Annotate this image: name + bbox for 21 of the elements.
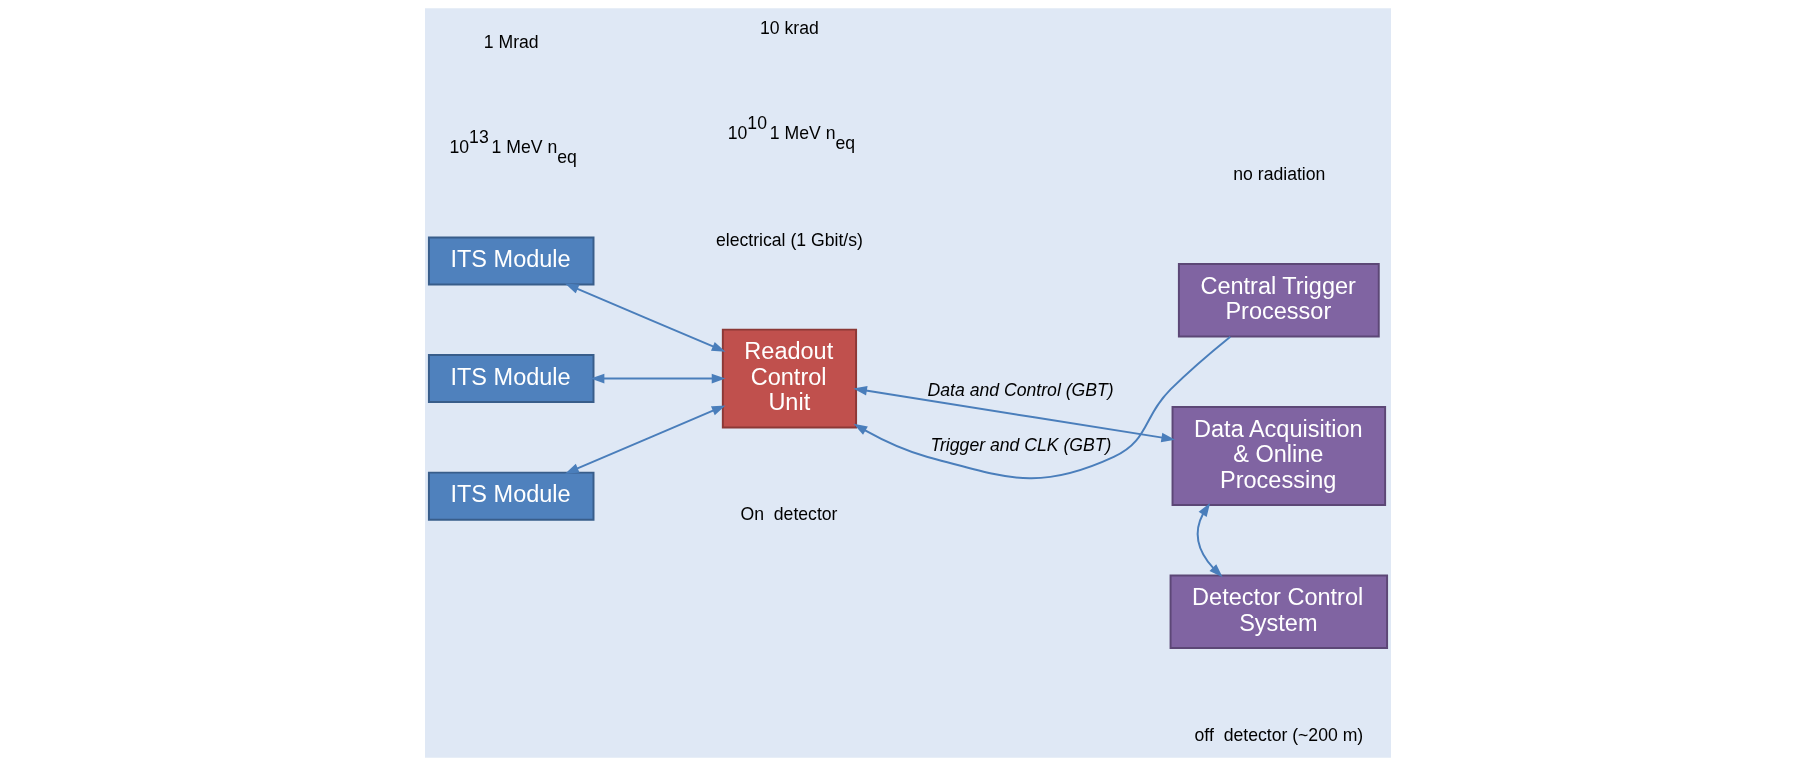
arrow [565, 283, 726, 352]
arrow [565, 405, 726, 474]
arrow [853, 385, 1176, 443]
label: On detector [740, 504, 838, 525]
node-box: Data Acquisition & Online Processing [1171, 406, 1387, 506]
label: no radiation [1233, 164, 1326, 185]
edge-label: Trigger and CLK (GBT) [930, 434, 1112, 455]
label: 10 krad [760, 18, 819, 39]
arrow [853, 335, 1232, 480]
edge-label: Data and Control (GBT) [927, 379, 1114, 400]
node-box: ITS Module [427, 236, 595, 286]
arrow [1196, 502, 1223, 578]
arrow [590, 373, 726, 384]
label: electrical (1 Gbit/s) [715, 229, 863, 250]
node-box: Readout Control Unit [721, 328, 858, 429]
label: 1 Mrad [483, 31, 539, 52]
node-box: Central Trigger Processor [1177, 262, 1380, 338]
node-box: ITS Module [427, 354, 595, 404]
node-box: ITS Module [427, 471, 595, 521]
label: off detector (~200 m) [1194, 724, 1364, 745]
node-box: Detector Control System [1169, 574, 1389, 649]
